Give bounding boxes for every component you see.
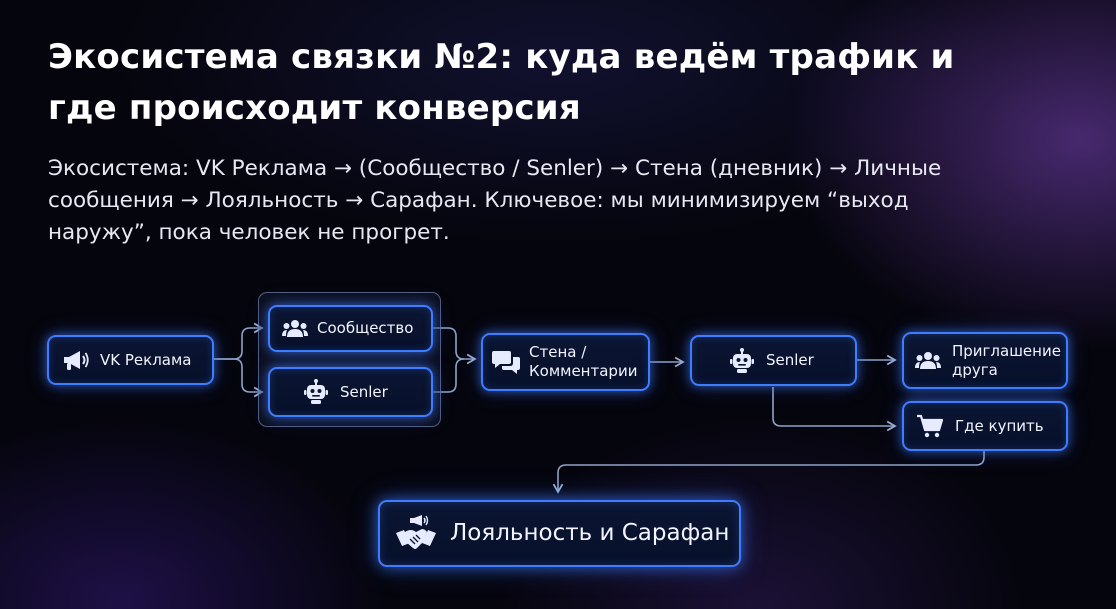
node-loyalty-word-of-mouth[interactable]: Лояльность и Сарафан	[378, 500, 741, 567]
slide-title-line-2: где происходит конверсия	[48, 88, 581, 128]
robot-icon	[730, 347, 754, 374]
users-icon	[282, 319, 308, 339]
node-senler-left-label: Senler	[340, 382, 388, 401]
node-wall-comments-label: Стена / Комментарии	[529, 343, 637, 381]
node-senler-left[interactable]: Senler	[268, 367, 433, 417]
node-invite-friend-label: Приглашение друга	[952, 342, 1061, 380]
node-senler-right-label: Senler	[766, 351, 814, 369]
subtitle-line-3: наружу”, пока человек не прогрет.	[48, 220, 450, 245]
connector-vk-to-senler	[214, 358, 264, 398]
robot-icon	[304, 379, 328, 405]
megaphone-icon	[62, 348, 90, 372]
node-wall-label-line-1: Стена /	[529, 343, 587, 361]
cart-icon	[917, 414, 943, 438]
node-wall-comments[interactable]: Стена / Комментарии	[481, 333, 650, 391]
node-vk-ads[interactable]: VK Реклама	[47, 335, 214, 385]
node-community[interactable]: Сообщество	[268, 305, 433, 352]
node-invite-friend[interactable]: Приглашение друга	[902, 332, 1068, 389]
subtitle-line-1: Экосистема: VK Реклама → (Сообщество / S…	[48, 156, 942, 181]
node-where-to-buy[interactable]: Где купить	[902, 401, 1068, 451]
node-loyalty-label: Лояльность и Сарафан	[450, 520, 730, 546]
node-community-label: Сообщество	[317, 319, 414, 337]
node-wall-label-line-2: Комментарии	[529, 362, 638, 380]
connector-senler-to-buy	[772, 387, 897, 432]
connector-community-merge	[433, 327, 465, 360]
node-vk-ads-label: VK Реклама	[100, 350, 192, 369]
slide-title-line-1: Экосистема связки №2: куда ведём трафик …	[48, 37, 955, 77]
users-icon	[915, 351, 941, 371]
slide-title: Экосистема связки №2: куда ведём трафик …	[48, 32, 1048, 134]
connector-vk-to-community	[214, 322, 264, 360]
node-invite-label-line-2: друга	[952, 360, 998, 379]
connector-buy-to-loyalty	[552, 451, 985, 494]
slide-subtitle: Экосистема: VK Реклама → (Сообщество / S…	[48, 153, 1058, 249]
subtitle-line-2: сообщения → Лояльность → Сарафан. Ключев…	[48, 188, 909, 213]
chat-bubbles-icon	[492, 349, 520, 375]
node-invite-label-line-1: Приглашение	[952, 341, 1061, 360]
node-senler-right[interactable]: Senler	[690, 335, 857, 386]
connector-senler-merge	[433, 353, 477, 393]
node-where-to-buy-label: Где купить	[955, 416, 1044, 435]
handshake-megaphone-icon	[396, 514, 436, 553]
